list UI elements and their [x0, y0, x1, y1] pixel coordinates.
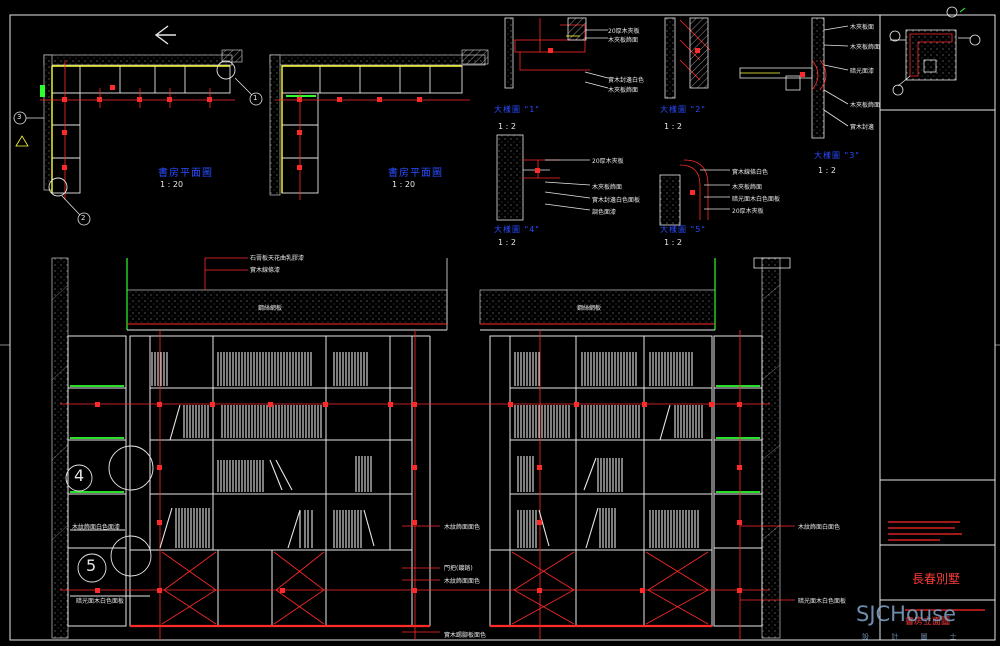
- detail-note: 實木封邊白色面板: [592, 197, 641, 204]
- callout-plan-2: 2: [81, 214, 86, 222]
- plan-title-2: 書房平面圖: [388, 168, 443, 179]
- detail-note: 木夾板面: [850, 24, 875, 31]
- callout-elev-4: 4: [74, 466, 85, 485]
- annotation-left-lower: 暗光面木白色面板: [76, 598, 125, 605]
- detail-note: 實木封邊白色: [608, 77, 645, 84]
- annotation-center-mid1: 門把(鍍鉻): [444, 565, 473, 572]
- detail-title-3: 大樣圖 "3": [814, 151, 860, 160]
- detail-scale-3: 1 : 2: [818, 166, 836, 175]
- annotation-left-panel: 木紋飾面白色面漆: [72, 524, 121, 531]
- detail-note: 木夾板飾面: [850, 44, 881, 51]
- detail-scale-2: 1 : 2: [664, 122, 682, 131]
- details: [496, 17, 849, 226]
- plan-view-1: [13, 49, 263, 226]
- plan-scale-2: 1 : 20: [392, 180, 416, 189]
- annotation-soffit-right: 鋼絲網板: [577, 305, 602, 312]
- detail-title-5: 大樣圖 "5": [660, 225, 706, 234]
- elevation-right: [440, 257, 795, 640]
- detail-note: 20厚木夾板: [732, 208, 764, 215]
- detail-note: 木夾板飾面: [732, 184, 763, 191]
- detail-note: 實木線條白色: [732, 169, 769, 176]
- detail-scale-5: 1 : 2: [664, 238, 682, 247]
- plan-scale-1: 1 : 20: [160, 180, 184, 189]
- plan-title-1: 書房平面圖: [158, 168, 213, 179]
- annotation-center-top: 木紋飾面面色: [444, 524, 481, 531]
- annotation-center-bottom: 實木踢腳板面色: [444, 632, 487, 639]
- north-arrow-icon: [154, 25, 176, 45]
- detail-note: 20厚木夾板: [608, 28, 640, 35]
- detail-title-1: 大樣圖 "1": [494, 105, 540, 114]
- detail-scale-4: 1 : 2: [498, 238, 516, 247]
- detail-note: 暗光面漆: [850, 68, 875, 75]
- elevation-left: [51, 257, 448, 640]
- detail-note: 木夾板飾面: [592, 184, 623, 191]
- watermark-sub: 設 計 圖 士: [862, 633, 967, 641]
- detail-note: 木夾板飾面: [850, 102, 881, 109]
- annotation-right-panel: 木紋飾面白面色: [798, 524, 841, 531]
- callout-plan-3: 3: [17, 113, 22, 121]
- detail-note: 暗光面木白色面板: [732, 196, 781, 203]
- annotation-center-mid2: 木紋飾面面色: [444, 578, 481, 585]
- detail-scale-1: 1 : 2: [498, 122, 516, 131]
- detail-title-4: 大樣圖 "4": [494, 225, 540, 234]
- callout-plan-1: 1: [253, 94, 258, 102]
- detail-note: 20厚木夾板: [592, 158, 624, 165]
- detail-note: 實木封邊: [850, 124, 875, 131]
- sheet-frame: [9, 14, 996, 641]
- annotation-right-lower: 暗光面木白色面板: [798, 598, 847, 605]
- annotation-soffit-left: 鋼絲網板: [258, 305, 283, 312]
- watermark-brand: SJCHouse: [856, 602, 956, 626]
- annotation-ceiling-top: 石膏板天花曲乳膠漆: [250, 255, 305, 262]
- project-name: 長春別墅: [912, 572, 961, 586]
- detail-note: 木夾板飾面: [608, 37, 639, 44]
- detail-title-2: 大樣圖 "2": [660, 105, 706, 114]
- detail-note: 木夾板飾面: [608, 87, 639, 94]
- callout-elev-5: 5: [86, 556, 97, 575]
- plan-view-2: [269, 49, 489, 200]
- key-plan: [889, 6, 981, 96]
- drawing-name: 書房立面圖: [905, 617, 951, 627]
- annotation-ceiling-trim: 實木線條漆: [250, 267, 281, 274]
- detail-note: 調色面漆: [592, 209, 617, 216]
